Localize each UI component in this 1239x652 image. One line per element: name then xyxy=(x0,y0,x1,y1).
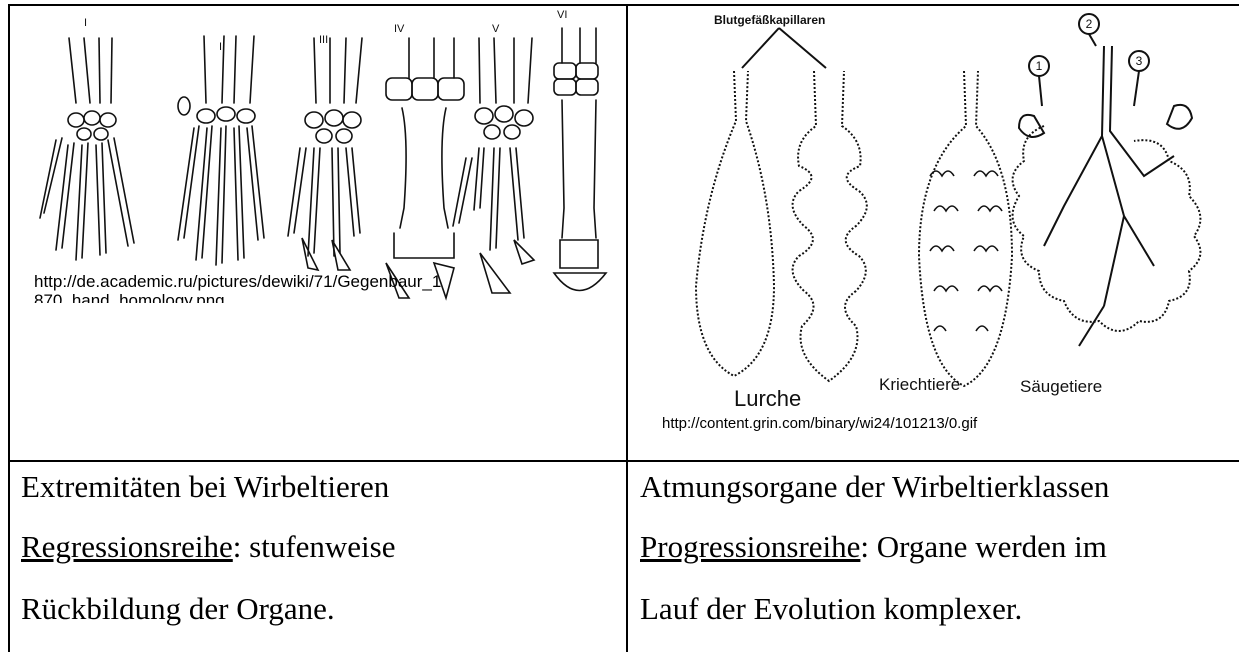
lurche-lung-septate xyxy=(793,71,867,381)
hand-I-skeleton xyxy=(40,38,134,260)
circle-label: 1 xyxy=(1036,59,1043,73)
right-caption-line-3: Lauf der Evolution komplexer. xyxy=(640,590,1022,628)
saeugetiere-label: Säugetiere xyxy=(1020,377,1102,396)
left-figure-url: http://de.academic.ru/pictures/dewiki/71… xyxy=(34,272,441,303)
url-line-1: http://de.academic.ru/pictures/dewiki/71… xyxy=(34,272,441,291)
hand-IV-skeleton xyxy=(386,38,464,298)
roman-label: III xyxy=(319,34,328,46)
table-row-divider xyxy=(8,460,1239,462)
regression-term: Regressionsreihe xyxy=(21,529,233,564)
lung-drawing: 1 2 3 Blutgefäßkapillaren Lurche Kriecht… xyxy=(634,6,1229,434)
hand-skeleton-drawing: I II III IV V VI xyxy=(14,8,622,310)
hand-V-skeleton xyxy=(453,38,534,293)
table-left-border xyxy=(8,4,10,652)
table-column-divider xyxy=(626,4,628,652)
kriechtiere-lung xyxy=(919,71,1012,386)
right-figure-url: http://content.grin.com/binary/wi24/1012… xyxy=(662,416,977,432)
circle-label: 2 xyxy=(1086,17,1093,31)
hand-homology-figure: I II III IV V VI http://de.academic.ru/p… xyxy=(14,8,622,310)
left-caption-line-2-rest: : stufenweise xyxy=(233,529,396,564)
right-caption-line-1: Atmungsorgane der Wirbeltierklassen xyxy=(640,468,1109,506)
right-caption-line-2-rest: : Organe werden im xyxy=(860,529,1107,564)
capillary-label: Blutgefäßkapillaren xyxy=(714,13,825,27)
roman-label: V xyxy=(492,23,500,35)
right-caption-line-2: Progressionsreihe: Organe werden im xyxy=(640,528,1107,566)
left-caption-line-2: Regressionsreihe: stufenweise xyxy=(21,528,396,566)
lurche-lung-smooth xyxy=(696,71,774,376)
hand-III-skeleton xyxy=(288,38,362,270)
kriechtiere-label: Kriechtiere xyxy=(879,375,960,394)
roman-label: II xyxy=(219,41,225,53)
lung-evolution-figure: 1 2 3 Blutgefäßkapillaren Lurche Kriecht… xyxy=(634,6,1229,434)
url-line-2: 870_hand_homology.png xyxy=(34,291,441,303)
lurche-label: Lurche xyxy=(734,386,801,411)
progression-term: Progressionsreihe xyxy=(640,529,860,564)
roman-label: I xyxy=(84,17,87,29)
hand-II-skeleton xyxy=(178,36,264,265)
circle-label: 3 xyxy=(1136,54,1143,68)
left-caption-line-1: Extremitäten bei Wirbeltieren xyxy=(21,468,389,506)
roman-label: IV xyxy=(394,23,405,35)
roman-label: VI xyxy=(557,9,567,21)
hand-VI-skeleton xyxy=(554,28,606,291)
left-caption-line-3: Rückbildung der Organe. xyxy=(21,590,335,628)
